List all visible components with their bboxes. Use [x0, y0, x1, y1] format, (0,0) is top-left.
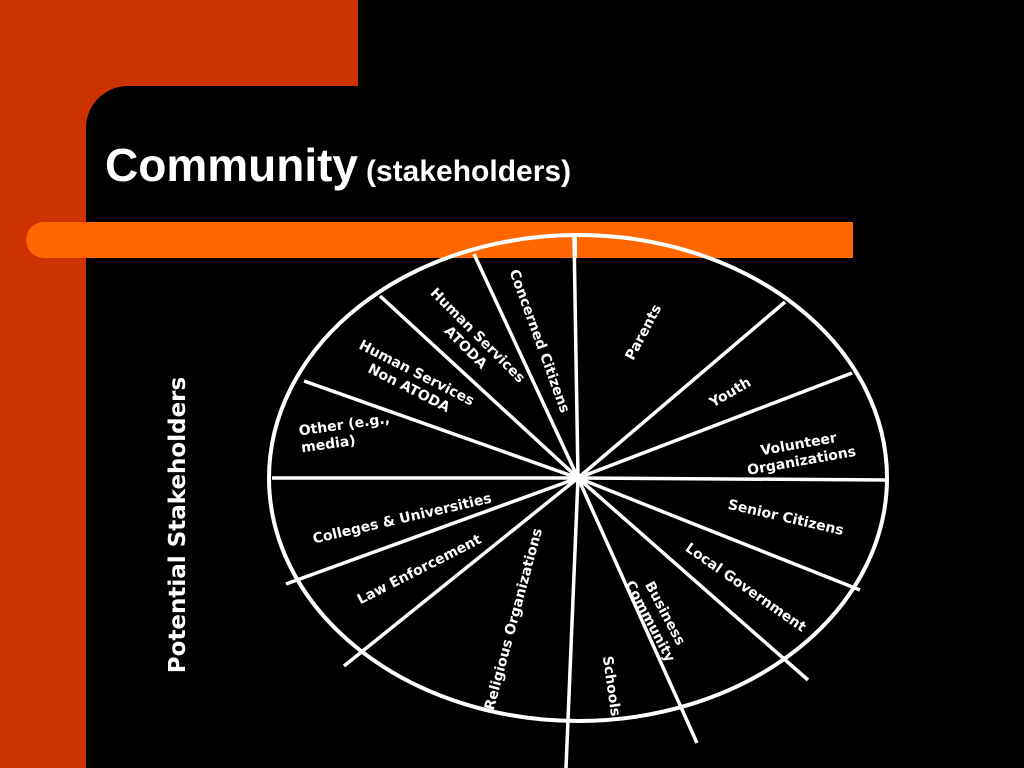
orange-accent-bar — [26, 222, 853, 258]
title-main: Community — [105, 139, 358, 191]
segment-label-line: Religious Organizations — [482, 527, 546, 712]
segment-label: Other (e.g.,media) — [298, 411, 393, 456]
wheel-spoke — [576, 477, 699, 744]
wheel-spoke — [378, 294, 580, 480]
wheel-spoke — [577, 476, 861, 592]
wheel-spoke — [564, 477, 580, 768]
page-title: Community(stakeholders) — [105, 138, 571, 192]
title-sub: (stakeholders) — [366, 155, 572, 188]
segment-label: Senior Citizens — [726, 497, 845, 539]
wheel-spoke — [303, 379, 579, 480]
wheel-spoke — [472, 253, 580, 479]
wheel-spoke — [572, 235, 580, 479]
segment-label: Parents — [623, 302, 666, 363]
wheel-spokes — [272, 235, 889, 768]
wheel-spoke — [577, 371, 853, 480]
segment-label-line: media) — [300, 433, 356, 456]
segment-label: Schools — [599, 655, 623, 717]
segment-label-line: Parents — [623, 302, 666, 363]
segment-label: Youth — [706, 375, 754, 412]
wheel-spoke — [576, 300, 787, 480]
segment-label-line: Youth — [706, 375, 754, 412]
wheel-spoke — [577, 476, 889, 482]
wheel-ellipse — [267, 233, 889, 723]
segment-label: VolunteerOrganizations — [743, 427, 857, 479]
segment-label-line: Senior Citizens — [726, 497, 845, 539]
wheel-spoke — [576, 476, 810, 682]
wheel-spoke — [342, 476, 580, 668]
segment-label: BusinessCommunity — [622, 570, 693, 665]
wheel-spoke — [285, 476, 579, 586]
segment-label: Religious Organizations — [482, 527, 546, 712]
segment-label-line: Schools — [599, 655, 623, 717]
